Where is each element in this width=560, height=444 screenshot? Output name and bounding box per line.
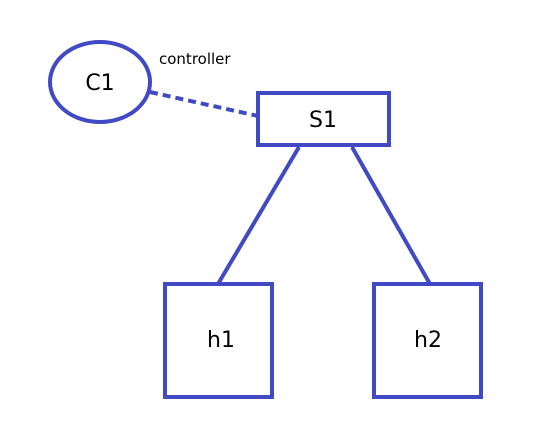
link-s1-h1 xyxy=(216,145,301,286)
controller-ellipse xyxy=(48,40,152,124)
link-s1-h2 xyxy=(350,146,432,285)
switch-node-label: S1 xyxy=(309,108,337,133)
host1-box xyxy=(163,282,274,399)
switch-box xyxy=(256,91,391,147)
controller-node-c1: C1 xyxy=(48,40,152,124)
controller-node-label: C1 xyxy=(85,71,114,96)
host1-node-label: h1 xyxy=(207,328,235,353)
host-node-h1: h1 xyxy=(163,282,274,399)
host2-node-label: h2 xyxy=(414,328,442,353)
switch-node-s1: S1 xyxy=(256,91,391,147)
link-c1-s1 xyxy=(149,90,259,118)
controller-link-label: controller xyxy=(159,50,231,68)
host2-box xyxy=(372,282,483,399)
host-node-h2: h2 xyxy=(372,282,483,399)
